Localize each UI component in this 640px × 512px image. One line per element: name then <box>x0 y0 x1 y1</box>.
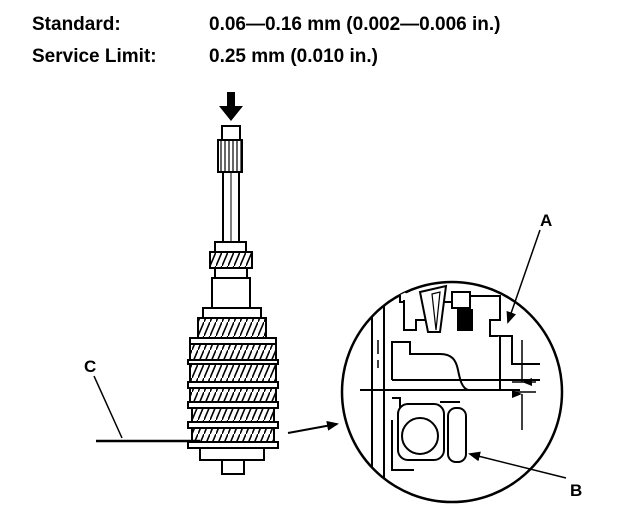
callout-b-label: B <box>570 481 582 500</box>
mainshaft-assembly <box>187 125 279 475</box>
callout-c: C <box>84 357 200 443</box>
detail-leader-arrow <box>287 420 339 434</box>
detail-view <box>340 280 564 504</box>
callout-b: B <box>468 451 582 500</box>
spec-standard-value: 0.06—0.16 mm (0.002—0.006 in.) <box>209 14 501 35</box>
spec-standard-label: Standard: <box>32 14 121 35</box>
callout-c-label: C <box>84 357 96 376</box>
press-arrow-icon <box>219 92 243 121</box>
clearance-dimension <box>512 340 536 430</box>
spec-service-limit-value: 0.25 mm (0.010 in.) <box>209 46 378 67</box>
spec-service-limit-label: Service Limit: <box>32 46 157 67</box>
callout-a-label: A <box>540 211 552 230</box>
callout-a: A <box>506 211 552 324</box>
